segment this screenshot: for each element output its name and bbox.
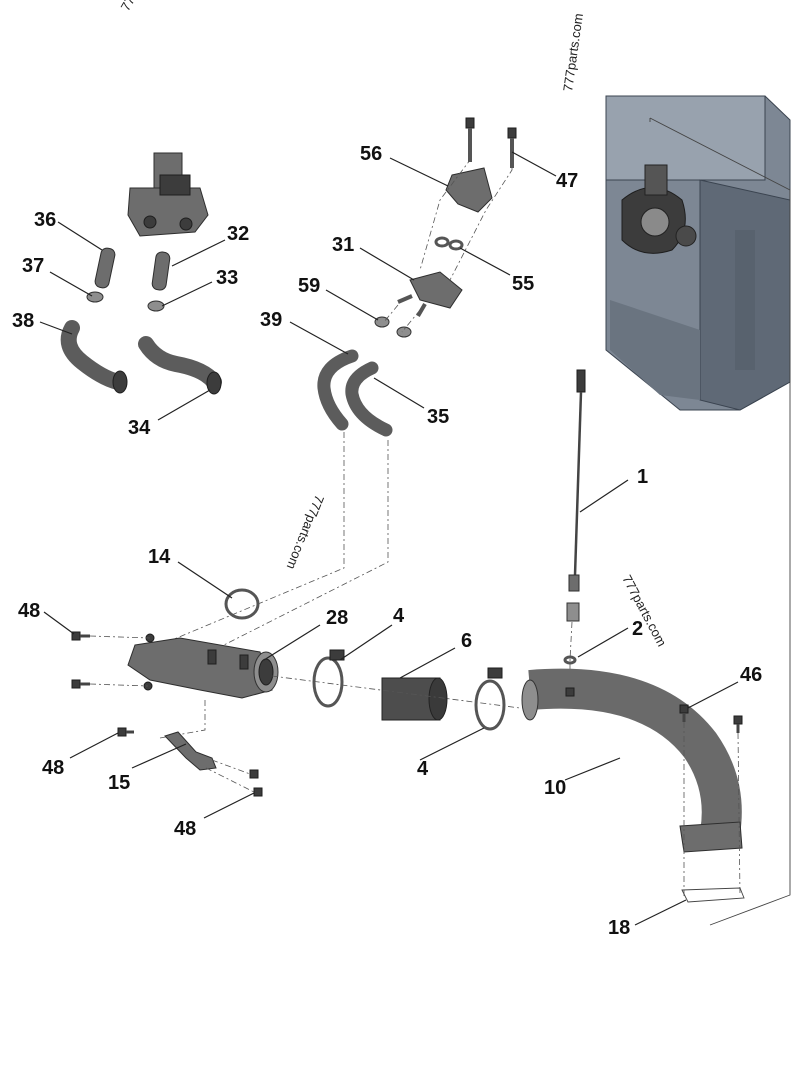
hose-35 [345,361,393,437]
callout-33: 33 [216,267,238,289]
callout-47: 47 [556,170,578,192]
callout-46: 46 [740,664,762,686]
clamp-33 [147,300,165,312]
bolt-48-right [249,769,259,779]
tube-36 [94,247,116,289]
hose-clamp-4-lower [474,679,506,731]
callout-36: 36 [34,209,56,231]
egr-valve-left [127,152,209,237]
callout-4-lower: 4 [417,758,429,780]
bolt-48-lower [117,727,134,737]
callout-32: 32 [227,223,249,245]
callout-31: 31 [332,234,354,256]
callout-37: 37 [22,255,44,277]
callout-56: 56 [360,143,382,165]
engine-block [605,95,791,411]
bolt-48-upper [71,631,90,641]
leader-lines [39,151,739,926]
bolt-47 [507,127,517,168]
bolt-46a [679,704,689,722]
watermark-middle: 777parts.com [284,493,327,572]
hose-clamp-4-upper [312,656,344,708]
clamp-37 [86,291,104,303]
bracket-56 [445,167,493,213]
callout-39: 39 [260,309,282,331]
callout-10: 10 [544,777,566,799]
o-ring-55b [448,239,464,251]
callout-15: 15 [108,772,130,794]
coupling-sleeve-6 [381,677,448,721]
bolt-46b [733,715,743,733]
callout-48-upper: 48 [18,600,40,622]
hose-38 [60,320,126,390]
callout-48-middle: 48 [42,757,64,779]
washer-2 [563,655,577,665]
bolt-48-mid [71,679,90,689]
gasket-14 [224,588,260,620]
callout-34: 34 [128,417,151,439]
sensor-probe-1 [566,369,586,622]
o-ring-55a [434,236,450,248]
callout-59: 59 [298,275,320,297]
elbow-manifold-28 [127,633,279,699]
callout-48-lower: 48 [174,818,196,840]
hose-39 [317,349,359,431]
watermark-top-center: 777parts.com [560,12,586,92]
clamp-59a [374,316,390,328]
hose-34 [138,336,222,390]
callout-35: 35 [427,406,449,428]
watermark-top-left: 777parts.com [118,0,170,13]
callout-28: 28 [326,607,348,629]
gasket-18 [681,887,745,903]
sensor-31 [409,271,463,309]
clamp-59b [396,326,412,338]
callout-1: 1 [637,466,648,488]
callout-4-upper: 4 [393,605,405,627]
callout-18: 18 [608,917,630,939]
engine-mount-leader [649,117,791,926]
callout-14: 14 [148,546,171,568]
callout-6: 6 [461,630,472,652]
bracket-15 [164,731,217,771]
callout-55: 55 [512,273,534,295]
callout-2: 2 [632,618,643,640]
callout-38: 38 [12,310,34,332]
tube-32 [151,251,171,291]
watermark-right: 777parts.com [619,572,669,649]
bolt-48-bottom [253,787,263,797]
bend-pipe-10 [521,668,743,853]
